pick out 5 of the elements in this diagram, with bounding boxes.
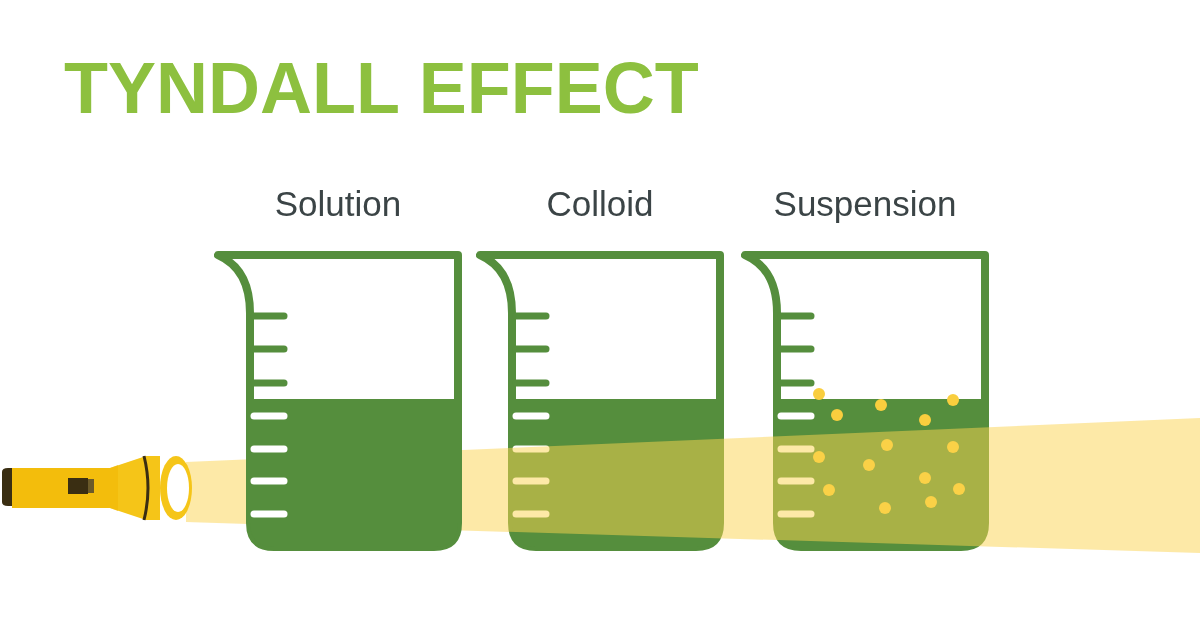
beaker-label: Colloid [546, 186, 654, 221]
title: TYNDALL EFFECT [64, 52, 699, 124]
beaker-label: Solution [274, 186, 402, 221]
beaker-label: Suspension [773, 186, 957, 221]
light-beam [186, 418, 1200, 553]
